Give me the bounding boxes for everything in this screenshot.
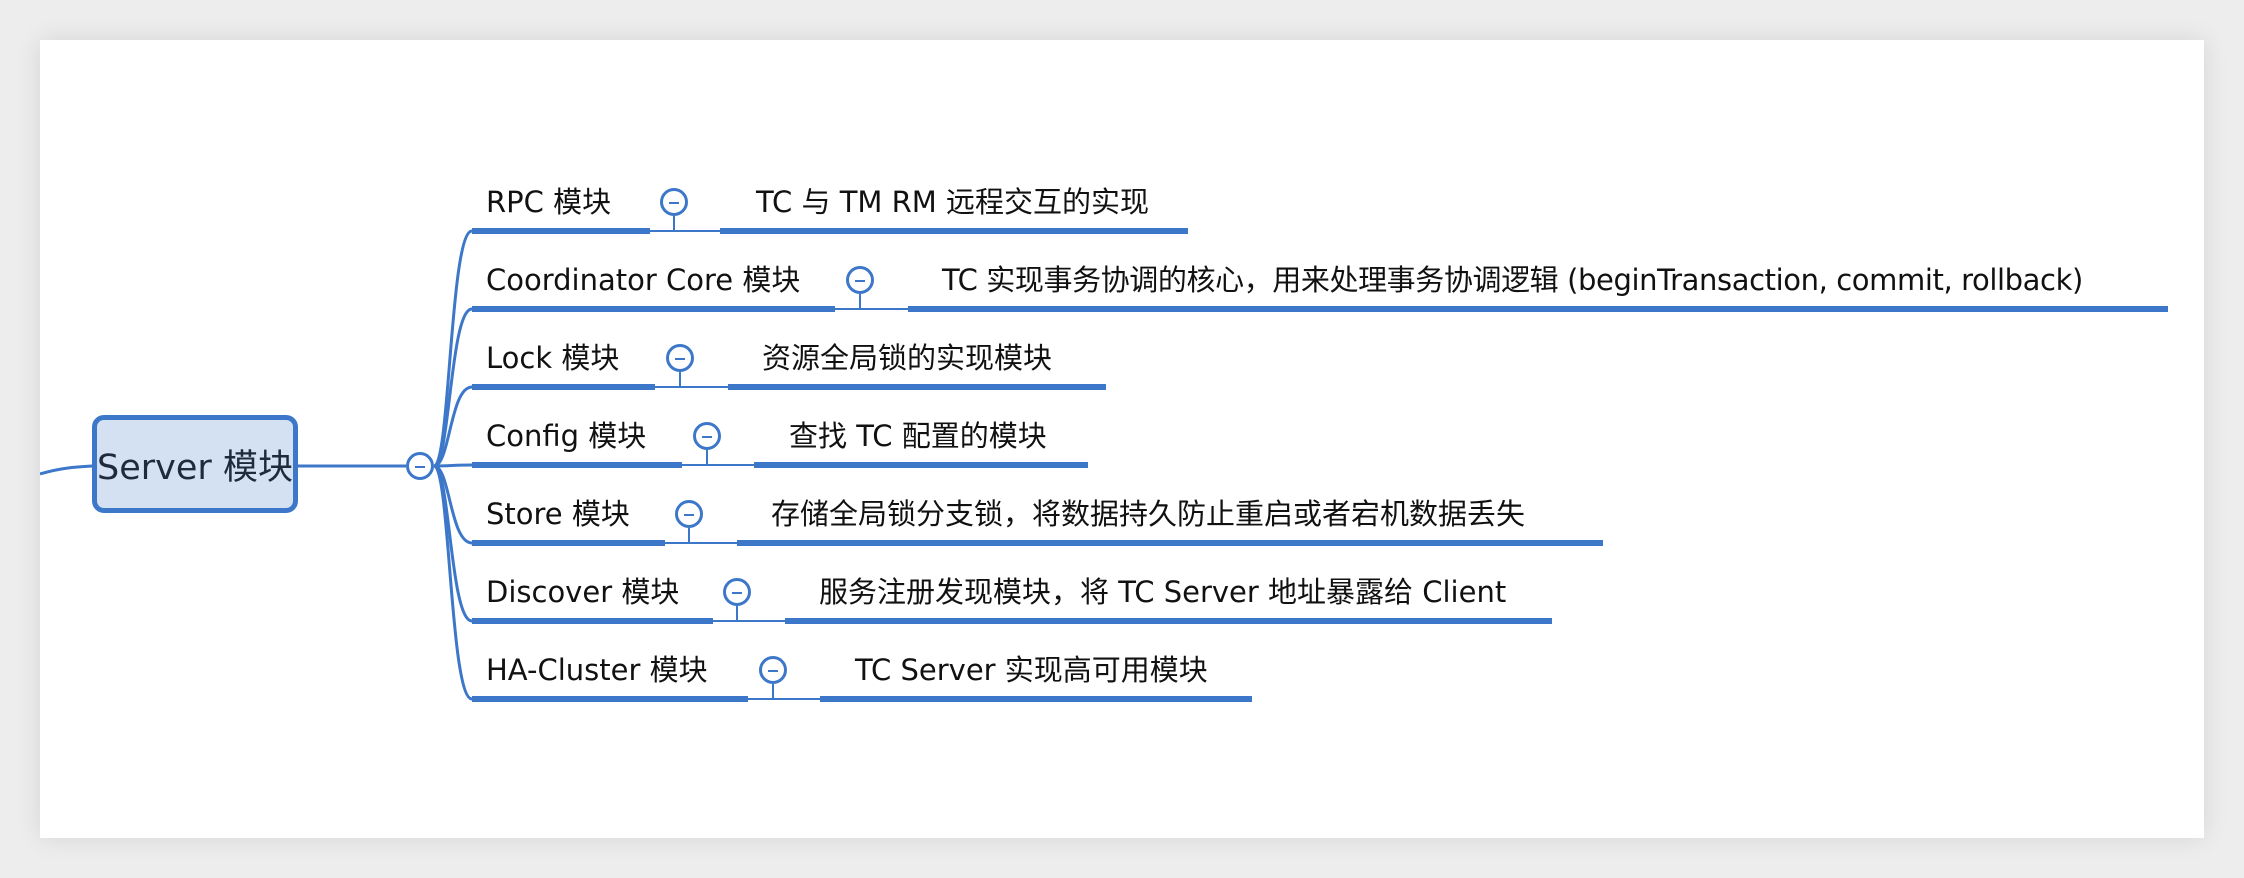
- branch-label-store[interactable]: Store 模块: [486, 497, 630, 531]
- connector-lines: [40, 216, 2168, 702]
- mindmap-canvas: Server 模块 RPC 模块 TC 与 TM RM 远程交互的实现 Coor…: [40, 40, 2204, 838]
- branch-collapse-icon-lock[interactable]: [666, 344, 694, 372]
- branch-label-discover[interactable]: Discover 模块: [486, 575, 680, 609]
- branch-label-rpc[interactable]: RPC 模块: [486, 185, 612, 219]
- branch-label-lock[interactable]: Lock 模块: [486, 341, 620, 375]
- root-label: Server 模块: [97, 447, 293, 488]
- detail-label-lock[interactable]: 资源全局锁的实现模块: [762, 341, 1053, 375]
- detail-label-ha-cluster[interactable]: TC Server 实现高可用模块: [855, 653, 1208, 687]
- branch-curve-1: [432, 229, 473, 468]
- root-collapse-icon[interactable]: [406, 452, 434, 480]
- detail-label-rpc[interactable]: TC 与 TM RM 远程交互的实现: [756, 185, 1150, 219]
- branch-label-coordinator-core[interactable]: Coordinator Core 模块: [486, 263, 801, 297]
- branch-collapse-icon-discover[interactable]: [723, 578, 751, 606]
- root-node[interactable]: Server 模块: [92, 415, 298, 513]
- branch-curve-4: [433, 463, 473, 468]
- branch-curve-2: [433, 307, 473, 468]
- parent-connector: [40, 464, 93, 476]
- detail-label-config[interactable]: 查找 TC 配置的模块: [789, 419, 1047, 453]
- detail-label-discover[interactable]: 服务注册发现模块，将 TC Server 地址暴露给 Client: [819, 575, 1507, 609]
- detail-label-coordinator-core[interactable]: TC 实现事务协调的核心，用来处理事务协调逻辑 (beginTransactio…: [942, 263, 2083, 297]
- branch-label-config[interactable]: Config 模块: [486, 419, 647, 453]
- branch-collapse-icon-rpc[interactable]: [660, 188, 688, 216]
- detail-label-store[interactable]: 存储全局锁分支锁，将数据持久防止重启或者宕机数据丢失: [771, 497, 1526, 531]
- branch-collapse-icon-coordinator-core[interactable]: [846, 266, 874, 294]
- branch-collapse-icon-config[interactable]: [693, 422, 721, 450]
- branch-curve-7: [432, 464, 473, 701]
- branch-collapse-icon-store[interactable]: [675, 500, 703, 528]
- branch-collapse-icon-ha-cluster[interactable]: [759, 656, 787, 684]
- branch-curve-3: [433, 385, 473, 468]
- branch-label-ha-cluster[interactable]: HA-Cluster 模块: [486, 653, 708, 687]
